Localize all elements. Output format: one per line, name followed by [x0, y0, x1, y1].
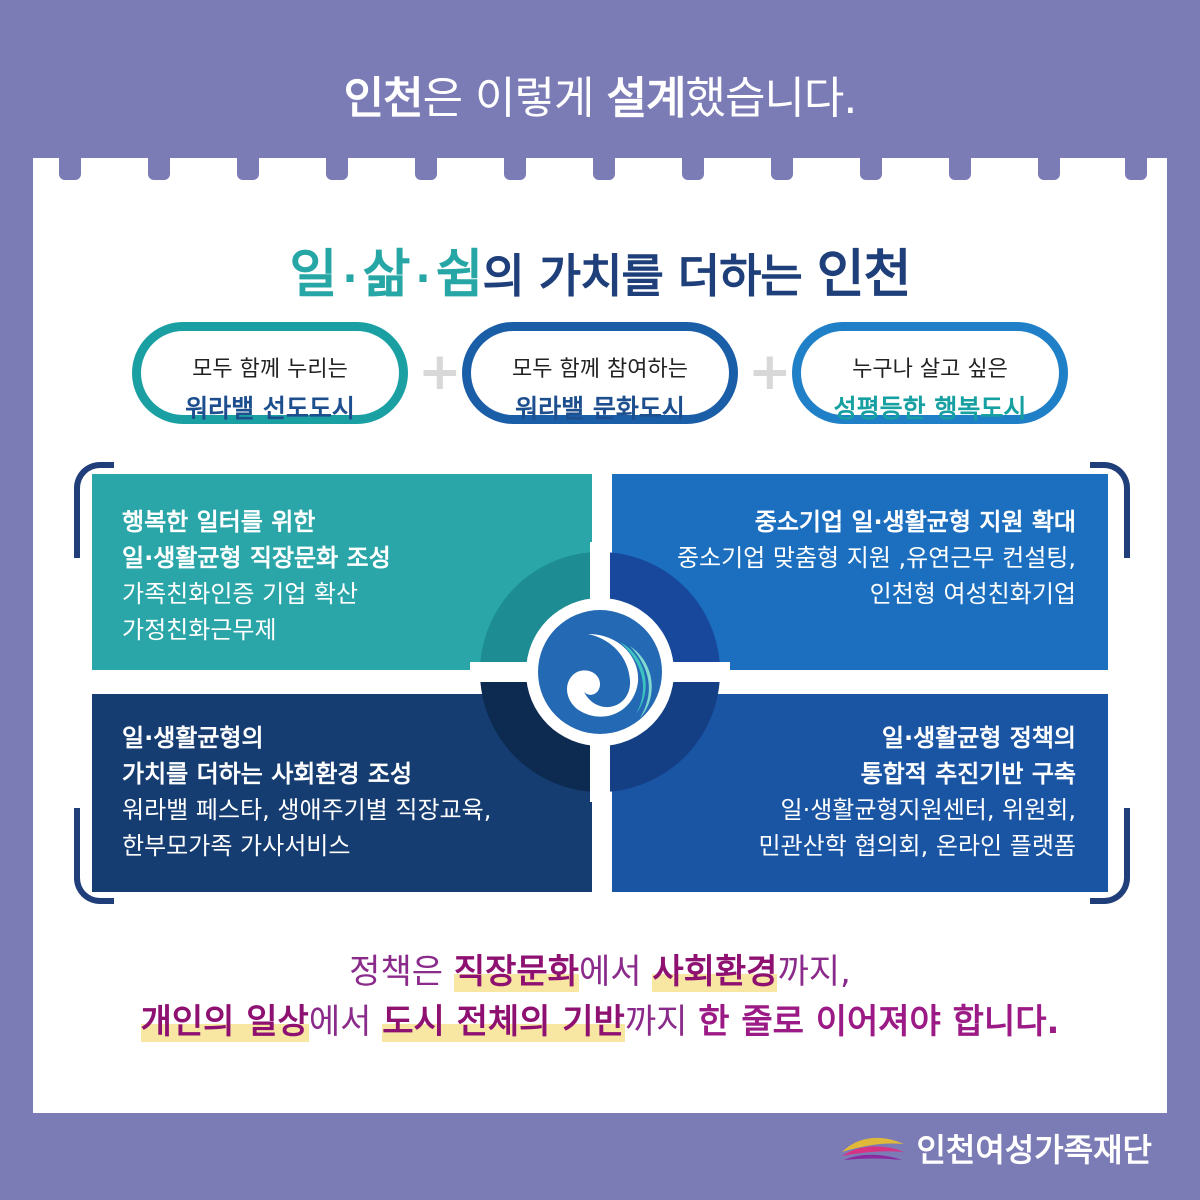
pill-subtitle: 모두 함께 참여하는 [512, 357, 688, 382]
foundation-logo-icon [842, 1137, 905, 1160]
quadrant-desc: 가정친화근무제 [122, 616, 277, 644]
binder-ring [771, 148, 793, 180]
binder-ring [415, 148, 437, 180]
closing-highlight: 도시 전체의 기반 [382, 1002, 625, 1042]
quadrant-title: 일·생활균형의 [122, 724, 264, 752]
heading-separator: · [415, 256, 430, 302]
binder-ring [237, 148, 259, 180]
heading-separator: · [342, 256, 357, 302]
pill-work-life-culture-city: 모두 함께 참여하는 워라밸 문화도시 [462, 322, 738, 424]
quadrant-desc: 일·생활균형지원센터, 위원회, [780, 796, 1076, 824]
title-text-1: 은 이렇게 [422, 73, 607, 124]
closing-text: 에서 [308, 1002, 383, 1042]
closing-text: 정책은 [349, 952, 454, 992]
heading-middle: 의 가치를 더하는 [482, 249, 817, 303]
closing-text: 에서 [578, 952, 653, 992]
title-text-2: 했습니다. [685, 73, 857, 124]
plus-icon: + [748, 342, 792, 402]
binder-ring [593, 148, 615, 180]
closing-text: 까지 [624, 1002, 699, 1042]
quadrant-desc: 한부모가족 가사서비스 [122, 832, 351, 860]
closing-highlight: 사회환경 [652, 952, 778, 992]
closing-highlight: 직장문화 [453, 952, 579, 992]
page-title: 인천은 이렇게 설계했습니다. [0, 62, 1200, 126]
bracket-bottom-left [74, 808, 114, 904]
binder-ring [1125, 148, 1147, 180]
pill-subtitle: 누구나 살고 싶은 [852, 357, 1008, 382]
binder-ring [59, 148, 81, 180]
heading-word-work: 일 [289, 245, 338, 305]
quadrant-desc: 민관산학 협의회, 온라인 플랫폼 [758, 832, 1076, 860]
quadrant-desc: 워라밸 페스타, 생애주기별 직장교육, [122, 796, 492, 824]
quadrant-title: 중소기업 일·생활균형 지원 확대 [754, 508, 1076, 536]
main-heading: 일·삶·쉼의 가치를 더하는 인천 [0, 232, 1200, 307]
bracket-top-right [1090, 462, 1130, 558]
quadrant-policy-infrastructure: 일·생활균형 정책의 통합적 추진기반 구축 일·생활균형지원센터, 위원회, … [612, 694, 1108, 892]
binder-ring [949, 148, 971, 180]
heading-word-rest: 쉼 [435, 245, 484, 305]
quadrant-title: 일·생활균형 직장문화 조성 [122, 544, 391, 572]
binder-ring [860, 148, 882, 180]
title-bold-1: 인천 [343, 73, 424, 124]
bracket-bottom-right [1090, 808, 1130, 904]
closing-line-1: 정책은 직장문화에서 사회환경까지, [0, 944, 1200, 993]
quadrant-title: 가치를 더하는 사회환경 조성 [122, 760, 413, 788]
closing-line-2: 개인의 일상에서 도시 전체의 기반까지 한 줄로 이어져야 합니다. [0, 994, 1200, 1043]
quadrant-desc: 중소기업 맞춤형 지원 ,유연근무 컨설팅, [676, 544, 1076, 572]
binder-ring [504, 148, 526, 180]
quadrant-title: 통합적 추진기반 구축 [860, 760, 1076, 788]
closing-emphasis: 한 줄로 이어져야 합니다. [698, 1002, 1060, 1042]
plus-icon: + [418, 342, 462, 402]
heading-end: 인천 [816, 245, 912, 305]
pill-title: 성평등한 행복도시 [833, 394, 1027, 423]
quadrant-title: 행복한 일터를 위한 [122, 508, 316, 536]
bracket-top-left [74, 462, 114, 558]
binder-ring [1038, 148, 1060, 180]
pill-title: 워라밸 선도도시 [185, 394, 355, 423]
org-name: 인천여성가족재단 [916, 1131, 1152, 1169]
heading-word-life: 삶 [362, 245, 411, 305]
pill-subtitle: 모두 함께 누리는 [192, 357, 348, 382]
binder-ring [326, 148, 348, 180]
org-logo: 인천여성가족재단 [838, 1125, 1152, 1171]
pill-title: 워라밸 문화도시 [515, 394, 685, 423]
incheon-emblem-icon [470, 542, 730, 802]
binder-ring [148, 148, 170, 180]
quadrant-desc: 인천형 여성친화기업 [869, 580, 1076, 608]
quadrant-desc: 가족친화인증 기업 확산 [122, 580, 359, 608]
closing-text: 까지, [777, 952, 851, 992]
binder-ring [682, 148, 704, 180]
quadrant-title: 일·생활균형 정책의 [881, 724, 1076, 752]
pill-work-life-leading-city: 모두 함께 누리는 워라밸 선도도시 [132, 322, 408, 424]
pill-gender-equal-city: 누구나 살고 싶은 성평등한 행복도시 [792, 322, 1068, 424]
closing-highlight: 개인의 일상 [140, 1002, 309, 1042]
title-bold-2: 설계 [606, 73, 687, 124]
